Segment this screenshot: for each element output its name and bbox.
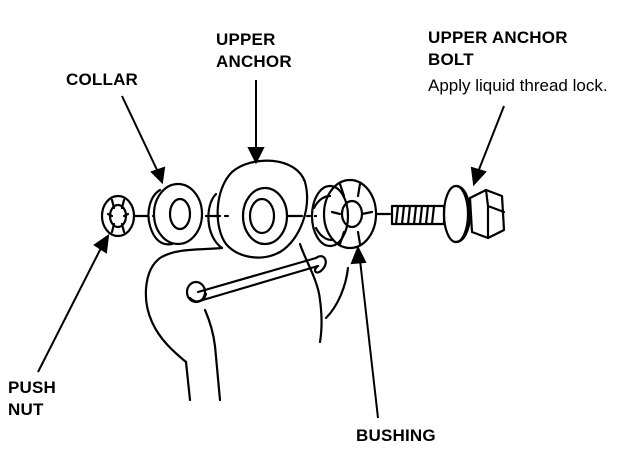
collar-leader [121,95,166,185]
collar-part [147,182,204,246]
bolt-note: Apply liquid thread lock. [428,76,608,95]
bushing-leader [350,245,379,419]
push-nut-leader [37,233,110,373]
upper-anchor-bolt-label-line1: UPPER ANCHOR [428,28,568,47]
upper-anchor-label-line2: ANCHOR [216,52,292,71]
upper-anchor-bracket [144,159,350,402]
push-nut-part [100,194,136,238]
upper-anchor-bolt-part [390,184,506,244]
upper-anchor-bolt-leader [470,105,505,187]
bushing-part [310,178,378,250]
push-nut-label-line1: PUSH [8,378,57,397]
upper-anchor-leader [247,80,265,165]
collar-label: COLLAR [66,70,139,89]
upper-anchor-label-line1: UPPER [216,30,276,49]
push-nut-label-line2: NUT [8,400,44,419]
upper-anchor-bolt-label-line2: BOLT [428,50,474,69]
bushing-label: BUSHING [356,426,436,445]
